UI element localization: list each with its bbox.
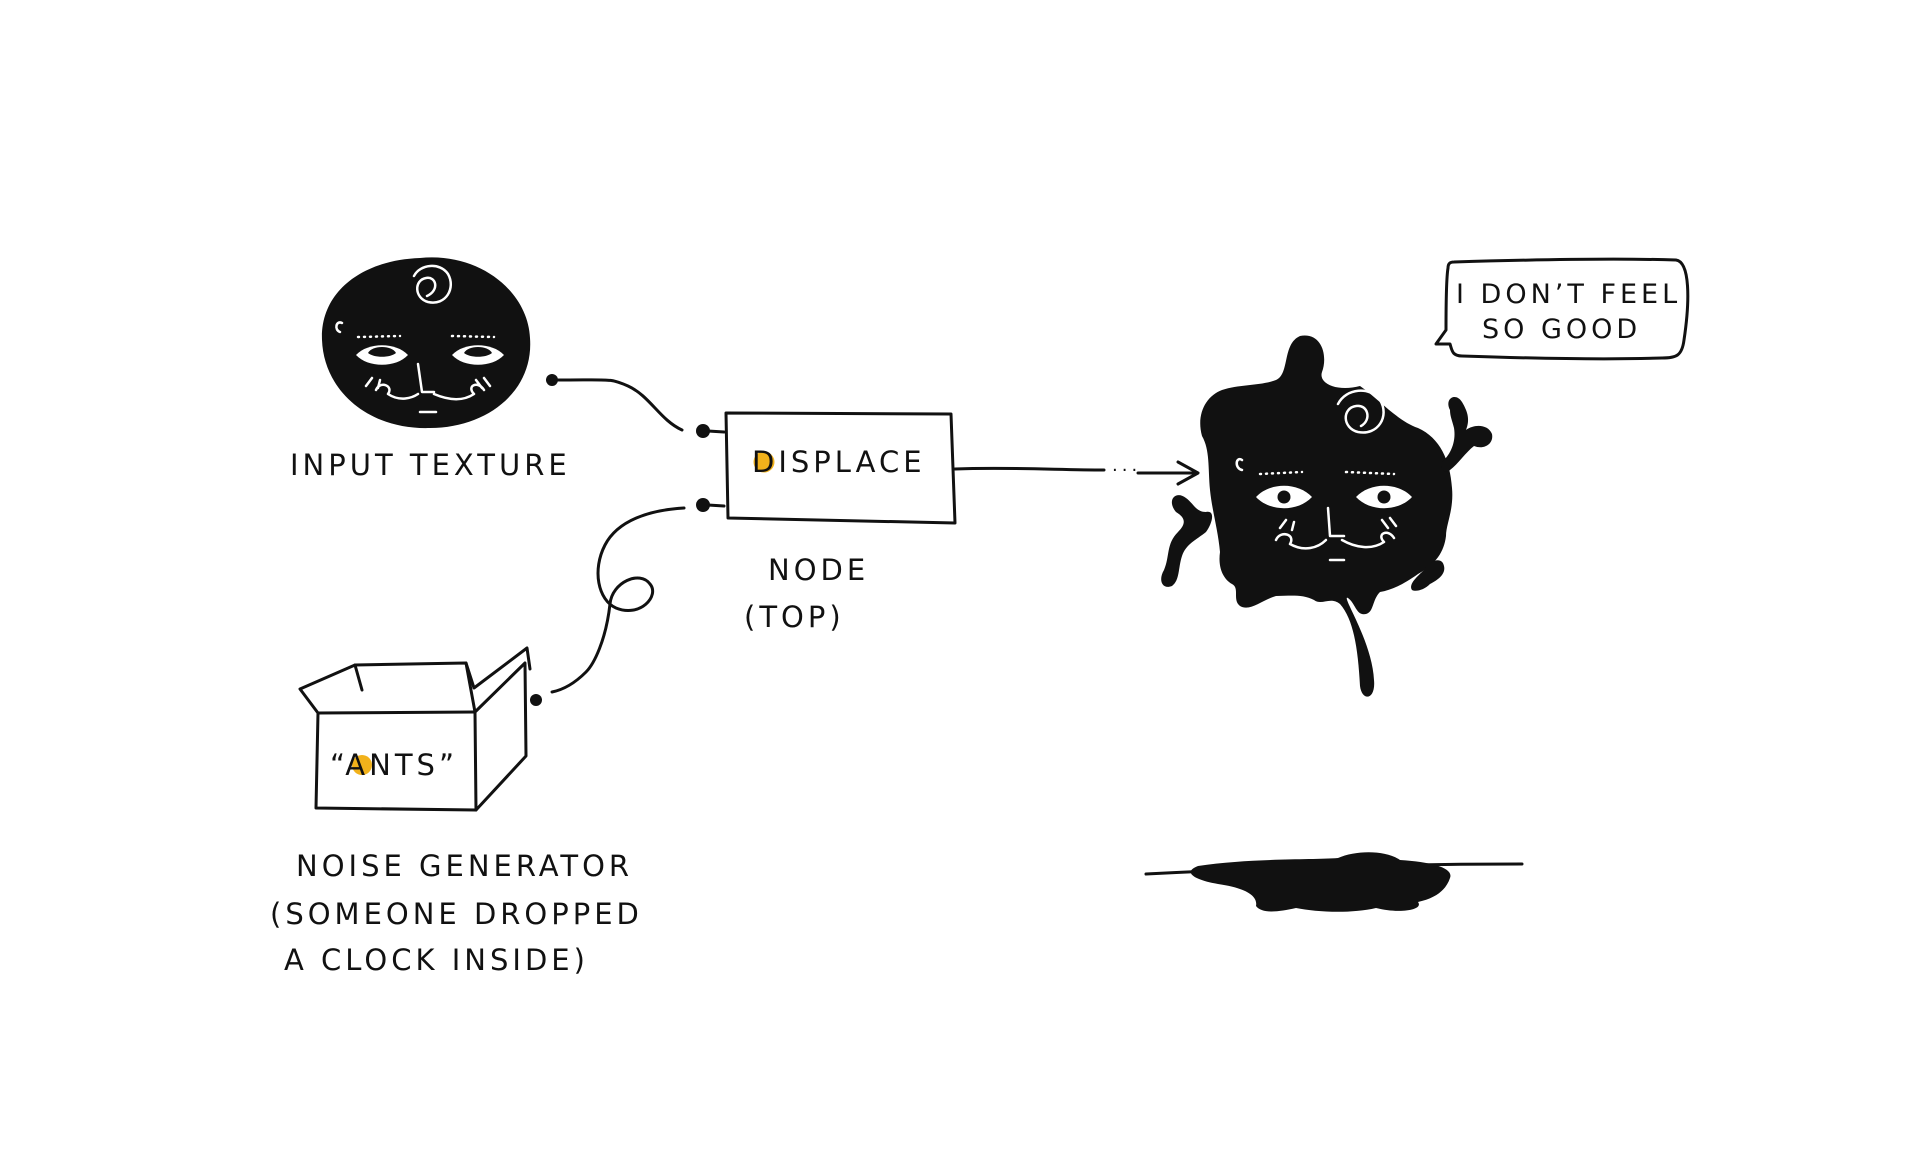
svg-text:“ANTS”: “ANTS” — [330, 748, 458, 782]
displace-accent-dot — [753, 451, 775, 473]
box-label-rest: NTS — [369, 748, 439, 782]
noise-label-line1: NOISE GENERATOR — [296, 849, 633, 883]
connector-input-to-node — [546, 374, 726, 438]
speech-line2: SO GOOD — [1482, 314, 1641, 345]
output-arrow: ... — [953, 455, 1200, 486]
input-texture-label: INPUT TEXTURE — [290, 448, 571, 482]
displace-label-rest: ISPLACE — [778, 445, 925, 479]
box-label-first: A — [345, 748, 369, 782]
noise-label-line3: A CLOCK INSIDE) — [284, 943, 589, 977]
node-label-line2: (TOP) — [744, 600, 845, 634]
ink-puddle-icon — [1144, 852, 1524, 912]
displace-node: DISPLACE — [724, 411, 957, 525]
input-face-icon — [321, 257, 531, 429]
arrow-dots: ... — [1112, 455, 1141, 476]
speech-line1: I DON’T FEEL — [1456, 279, 1681, 310]
noise-label-line2: (SOMEONE DROPPED — [270, 897, 643, 931]
speech-bubble — [1434, 257, 1690, 361]
svg-text:DISPLACE: DISPLACE — [752, 445, 926, 479]
ants-accent-dot — [352, 755, 372, 775]
melting-blob-face-icon — [1161, 335, 1493, 697]
node-label-line1: NODE — [768, 553, 869, 587]
open-cardboard-box-icon: “ANTS” — [298, 646, 532, 812]
connector-noise-to-node — [530, 498, 726, 706]
box-close-quote: ” — [439, 748, 458, 782]
box-open-quote: “ — [330, 748, 345, 782]
displace-label-first: D — [752, 445, 778, 479]
